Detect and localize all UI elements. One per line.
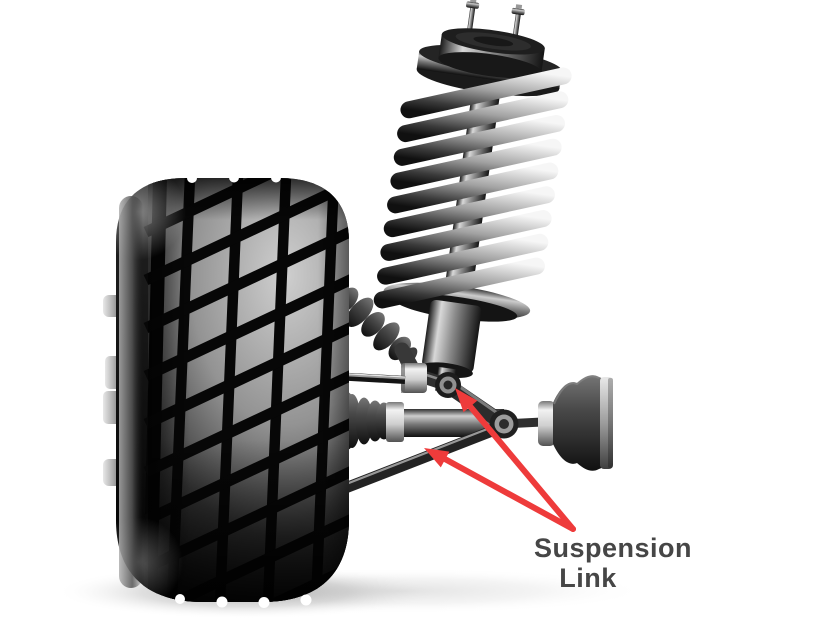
arrow-to-upper-link	[466, 402, 576, 532]
lower-ball-joint	[489, 409, 519, 439]
coil-turn	[400, 67, 572, 119]
label-line-2: Link	[559, 563, 617, 593]
tread-notches	[175, 172, 323, 608]
coil-turn	[377, 233, 549, 285]
tie-rod-end	[503, 375, 613, 471]
coil-spring	[373, 67, 572, 309]
coil-turn	[393, 114, 565, 166]
coil-turn	[373, 257, 545, 309]
tire	[116, 172, 349, 608]
suspension-link-label: Suspension Link	[534, 533, 692, 593]
tie-rod-end-cap	[600, 377, 613, 469]
arrowhead-upper	[455, 388, 478, 413]
tie-rod-boot	[553, 375, 604, 471]
coil-turn	[390, 138, 562, 190]
sidewall-highlight	[119, 196, 143, 588]
axle-collar	[386, 402, 404, 442]
lower-suspension-link	[324, 420, 511, 500]
coil-turn	[380, 210, 552, 261]
coil-turn	[387, 162, 559, 214]
bushing-collar	[401, 363, 427, 393]
coil-turn	[397, 91, 569, 143]
coil-turn	[383, 186, 555, 238]
callout-arrows	[424, 388, 576, 532]
strut-assembly	[373, 0, 572, 394]
tie-rod-collar	[538, 401, 555, 446]
upper-ball-joint	[435, 372, 461, 398]
tire-tread	[116, 178, 349, 602]
arrowhead-lower	[424, 448, 450, 468]
arrow-to-lower-link	[441, 455, 576, 532]
label-line-1: Suspension	[534, 533, 692, 563]
